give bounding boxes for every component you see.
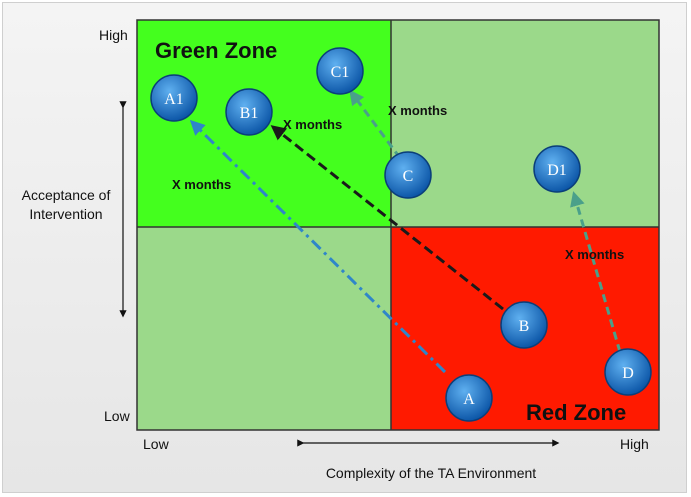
- svg-text:A: A: [463, 391, 475, 408]
- svg-text:B1: B1: [240, 105, 259, 122]
- red-zone-title: Red Zone: [526, 400, 626, 425]
- node-a1: A1: [150, 74, 198, 122]
- path-a-to-a1: [189, 119, 447, 374]
- node-c1: C1: [316, 47, 364, 95]
- node-c: C: [384, 151, 432, 199]
- svg-text:C1: C1: [331, 64, 350, 81]
- green-zone-title: Green Zone: [155, 38, 277, 63]
- x-axis-low-label: Low: [143, 436, 170, 452]
- node-b: B: [500, 301, 548, 349]
- x-axis-title: Complexity of the TA Environment: [326, 465, 536, 481]
- b-path-duration-label: X months: [283, 117, 342, 132]
- svg-text:D: D: [622, 365, 634, 382]
- node-b1: B1: [225, 88, 273, 136]
- quadrant-top-right: [391, 20, 659, 227]
- path-b-to-b1: [270, 125, 504, 311]
- svg-text:C: C: [403, 168, 414, 185]
- path-d-to-d1: [570, 191, 622, 353]
- node-a: A: [445, 374, 493, 422]
- y-axis-title-line2: Intervention: [29, 206, 102, 222]
- node-d: D: [604, 348, 652, 396]
- grid-outline: [136, 19, 660, 431]
- a-path-duration-label: X months: [172, 177, 231, 192]
- x-axis-high-label: High: [620, 436, 649, 452]
- y-axis-high-label: High: [99, 27, 128, 43]
- svg-text:D1: D1: [547, 162, 567, 179]
- svg-text:B: B: [519, 318, 530, 335]
- d-path-duration-label: X months: [565, 247, 624, 262]
- quadrant-bottom-left: [137, 227, 391, 430]
- y-axis-low-label: Low: [104, 408, 131, 424]
- svg-text:A1: A1: [164, 91, 184, 108]
- y-axis-title-line1: Acceptance of: [22, 187, 111, 203]
- path-c-to-c1: [349, 89, 402, 159]
- c-path-duration-label: X months: [388, 103, 447, 118]
- node-d1: D1: [533, 145, 581, 193]
